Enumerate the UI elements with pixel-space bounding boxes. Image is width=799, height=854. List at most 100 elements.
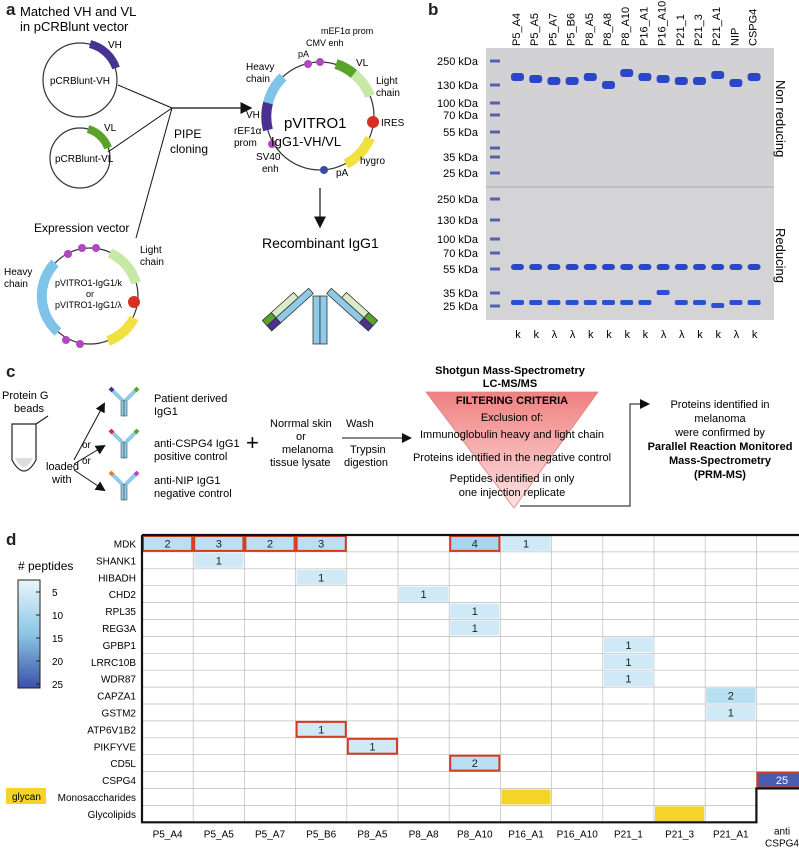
marker-label: 25 kDa [443,301,479,313]
gel-band-heavy [583,264,597,270]
gel-band-nonreducing [747,73,761,81]
heatmap-row-label: CSPG4 [102,776,136,787]
ladder-band [490,113,500,117]
gel-band-light [602,300,615,305]
lane-label: P5_A4 [511,13,523,46]
heatmap-cell-highlight [346,737,398,755]
lane-label: P21_3 [693,14,705,46]
pv-heavy-segment [263,73,287,105]
lane-label: CSPG4 [748,9,760,46]
panel-a-title-2: in pCRBlunt vector [20,19,129,34]
ladder-band [490,218,500,222]
ladder-band [490,130,500,134]
heatmap-row-label: CD5L [110,759,136,770]
ladder-band [490,171,500,175]
heatmap-cell [450,536,500,551]
heatmap-cell-value: 3 [216,538,222,550]
heatmap-col-label: anti [774,826,790,837]
shotgun-1: Shotgun Mass-Spectrometry [435,365,586,377]
heatmap-cell [194,552,244,568]
legend-tick-label: 25 [52,680,64,691]
result-arrow [520,399,650,507]
heatmap-cell-value: 1 [421,589,427,601]
vh-label: VH [108,40,122,51]
or-1: or [82,440,92,451]
exclusion-label: Exclusion of: [481,412,543,424]
ev-light-1: Light [140,245,162,256]
marker-label: 70 kDa [443,110,479,122]
gel-band-nonreducing [602,81,615,89]
heatmap-col-label: P21_A1 [713,829,749,840]
gel-band-heavy [693,264,706,270]
gel-band-heavy [565,264,579,270]
pv-heavy-2: chain [246,74,270,85]
ladder-band [490,146,500,150]
lane-label: P21_A1 [711,7,723,46]
ev-name-or: or [86,289,94,299]
plasmid-vh-circle [42,42,118,118]
loaded-2: with [51,474,72,486]
heatmap-col-label: P5_A4 [153,829,183,840]
light-chain-type: k [643,329,649,341]
light-chain-type: λ [552,329,558,341]
heatmap-col-label: P16_A1 [508,829,544,840]
heatmap-cell-value: 1 [318,724,324,736]
lane-label: P5_A7 [547,13,559,46]
lane-label: P8_A5 [584,13,596,46]
gel-band-light [693,300,706,305]
heatmap-cell-value: 1 [728,707,734,719]
heatmap-col-label: CSPG4 [765,838,799,849]
ladder-band [490,291,500,295]
reducing-label: Reducing [773,228,788,283]
patient-1: Patient derived [154,393,227,405]
heatmap-col-label: P5_A5 [204,829,234,840]
pv-ires-dot [367,116,379,128]
light-chain-type: k [715,329,721,341]
criterion-3b: one injection replicate [459,487,565,499]
marker-label: 35 kDa [443,288,479,300]
heatmap-cell-highlight [295,720,347,738]
heatmap-cell-value: 3 [318,538,324,550]
panel-label-d: d [6,530,17,549]
gel-band-light [565,300,579,305]
sv40-1: SV40 [256,152,281,163]
filter-funnel [425,391,599,509]
marker-label: 130 kDa [437,215,479,227]
gel-band-light [729,300,743,305]
lane-label: P5_B6 [566,13,578,46]
beads-1: Protein G [2,390,48,402]
gel-band-nonreducing [583,73,597,81]
nip-ctrl-1: anti-NIP IgG1 [154,475,220,487]
trypsin-1: Trypsin [350,444,386,456]
heatmap-col-label: P8_A5 [357,829,387,840]
heatmap-cell [603,654,653,670]
result-5: Mass-Spectrometry [669,455,772,467]
heatmap-cell-value: 1 [369,741,375,753]
mini-antibody-icon [108,428,140,459]
pv-light-2: chain [376,88,400,99]
heatmap-cell-highlight [449,754,501,772]
light-chain-type: k [752,329,758,341]
heatmap-cell-value: 1 [523,538,529,550]
light-chain-type: k [624,329,630,341]
panel-a-diagram: Matched VH and VL in pCRBlunt vector VH … [4,4,405,348]
heatmap-cell-value: 25 [776,775,788,787]
shotgun-2: LC-MS/MS [483,378,537,390]
heatmap-col-label: P16_A10 [557,829,599,840]
heatmap-cell [603,637,653,653]
pa2-label: pA [336,168,349,179]
heatmap-row-label: HIBADH [98,573,136,584]
criterion-2: Proteins identified in the negative cont… [413,452,611,464]
gel-band-nonreducing [674,77,688,85]
marker-label: 250 kDa [437,194,479,206]
vl-label: VL [104,123,117,134]
sv40-2: enh [262,164,279,175]
plasmid-vl-name: pCRBlunt-VL [55,154,114,165]
light-chain-type: λ [570,329,576,341]
lane-label: P5_A5 [529,13,541,46]
heatmap-row-label: LRRC10B [91,658,136,669]
light-chain-type: λ [734,329,740,341]
gel-band-nonreducing [693,77,706,85]
heatmap-col-label: P21_1 [614,829,643,840]
